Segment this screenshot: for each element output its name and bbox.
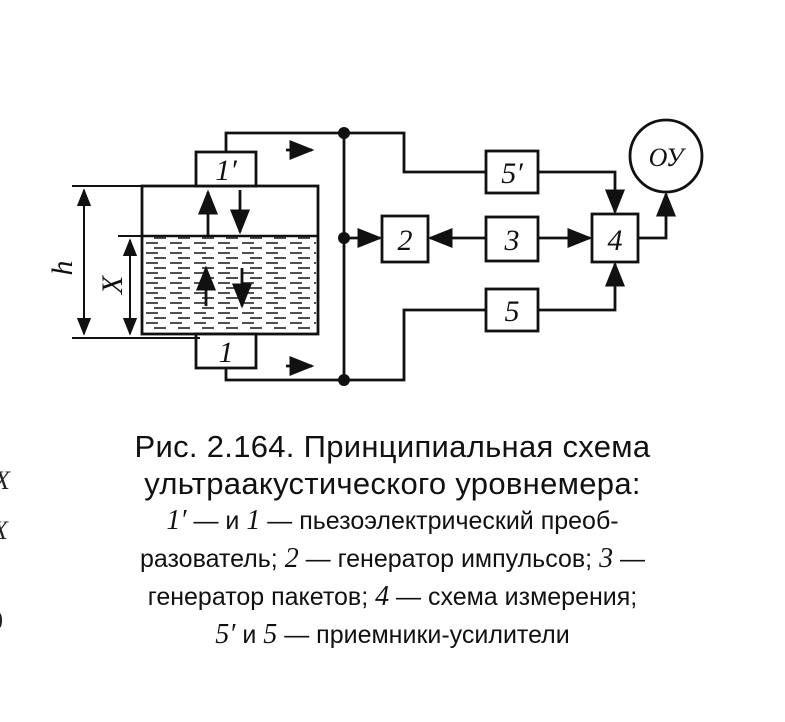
caption-and-2: и: [235, 621, 264, 649]
caption-text-6: — схема измерения;: [389, 583, 638, 611]
caption-text-1: — пьезоэлектрический преоб-: [260, 507, 619, 535]
dimension-x-label: X: [96, 274, 129, 295]
junction-mid: [338, 232, 350, 244]
liquid: [144, 236, 316, 332]
label-5-prime: 5′: [501, 157, 523, 190]
caption-text-5: генератор пакетов;: [147, 583, 376, 611]
edge-glyph-1: X: [0, 466, 10, 496]
caption-and-1: — и: [186, 507, 247, 535]
caption-num-5: 5: [263, 619, 278, 650]
figure-caption: Рис. 2.164. Принципиальная схема ультраа…: [0, 428, 785, 654]
caption-num-1: 1: [246, 505, 261, 536]
caption-num-5-prime: 5′: [215, 619, 236, 650]
caption-text-3: — генератор импульсов;: [298, 545, 600, 573]
transducer-1-prime: [194, 150, 258, 188]
caption-line-5: генератор пакетов; 4 — схема измерения;: [0, 578, 785, 616]
junction-top: [338, 127, 350, 139]
caption-line-1: Рис. 2.164. Принципиальная схема: [134, 429, 651, 464]
caption-num-3: 3: [599, 543, 614, 574]
caption-text-2: разователь;: [139, 545, 285, 573]
label-ou: ОУ: [649, 143, 687, 172]
label-1-prime: 1′: [215, 154, 237, 187]
caption-num-1-prime: 1′: [166, 505, 187, 536]
label-5: 5: [505, 295, 520, 328]
dimension-h-label: h: [46, 261, 79, 276]
label-1: 1: [219, 336, 234, 369]
caption-line-6: 5′ и 5 — приемники-усилители: [0, 616, 785, 654]
caption-line-4: разователь; 2 — генератор импульсов; 3 —: [0, 540, 785, 578]
label-4: 4: [608, 224, 623, 257]
edge-glyph-2: X: [0, 516, 8, 546]
label-3: 3: [504, 224, 520, 257]
caption-num-4: 4: [375, 581, 390, 612]
caption-num-2: 2: [284, 543, 299, 574]
caption-text-7: — приемники-усилители: [277, 621, 570, 649]
caption-text-4: —: [613, 545, 646, 573]
edge-glyph-3: 0: [0, 606, 3, 636]
label-2: 2: [398, 224, 413, 257]
level-gauge-diagram: 1′ 1 2 3 4 5′ 5 ОУ h X: [46, 118, 704, 386]
junction-bottom: [338, 374, 350, 386]
caption-line-2: ультраакустического уровнемера:: [144, 466, 641, 501]
caption-line-3: 1′ — и 1 — пьезоэлектрический преоб-: [0, 502, 785, 540]
